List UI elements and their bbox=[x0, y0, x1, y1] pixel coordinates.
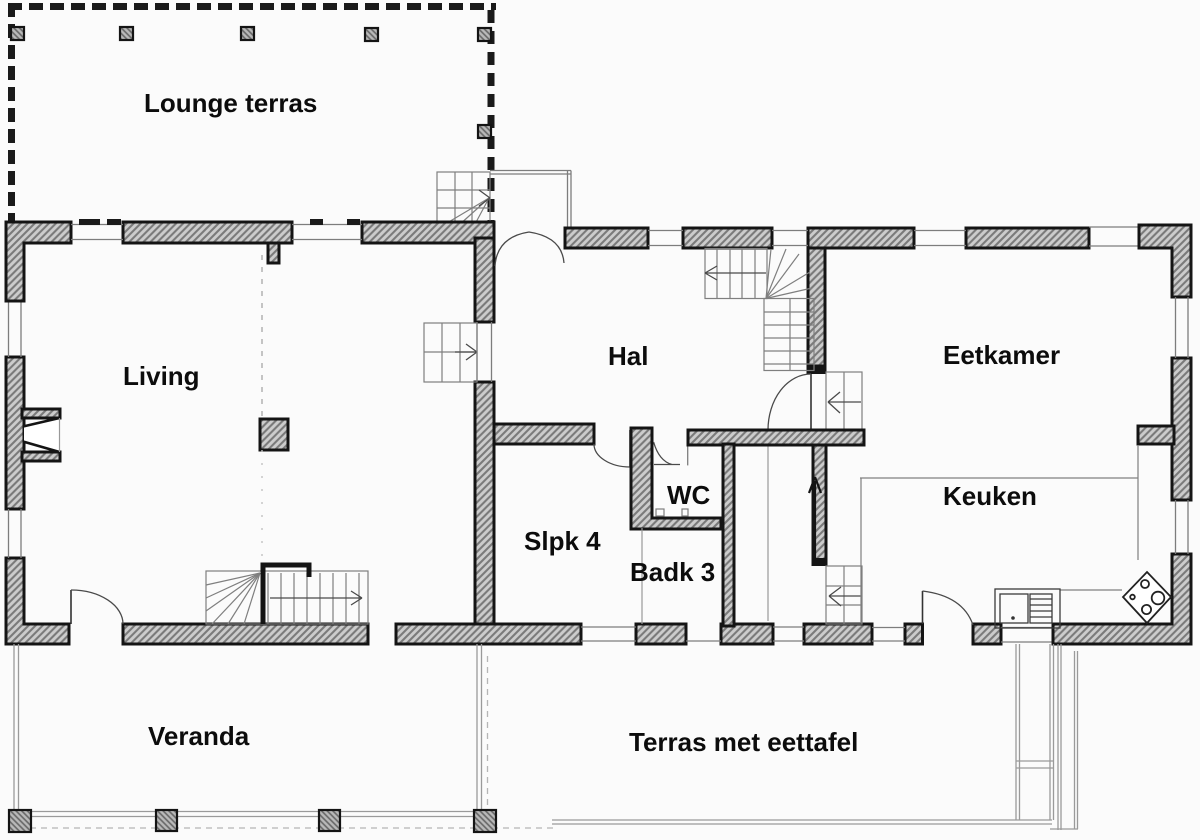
svg-text:Eetkamer: Eetkamer bbox=[943, 340, 1060, 370]
svg-text:Hal: Hal bbox=[608, 341, 648, 371]
svg-text:Badk 3: Badk 3 bbox=[630, 557, 715, 587]
svg-text:Slpk 4: Slpk 4 bbox=[524, 526, 601, 556]
svg-text:Veranda: Veranda bbox=[148, 721, 250, 751]
svg-text:WC: WC bbox=[667, 480, 711, 510]
svg-text:Lounge terras: Lounge terras bbox=[144, 88, 317, 118]
svg-text:Keuken: Keuken bbox=[943, 481, 1037, 511]
svg-text:Living: Living bbox=[123, 361, 200, 391]
svg-text:Terras met eettafel: Terras met eettafel bbox=[629, 727, 858, 757]
